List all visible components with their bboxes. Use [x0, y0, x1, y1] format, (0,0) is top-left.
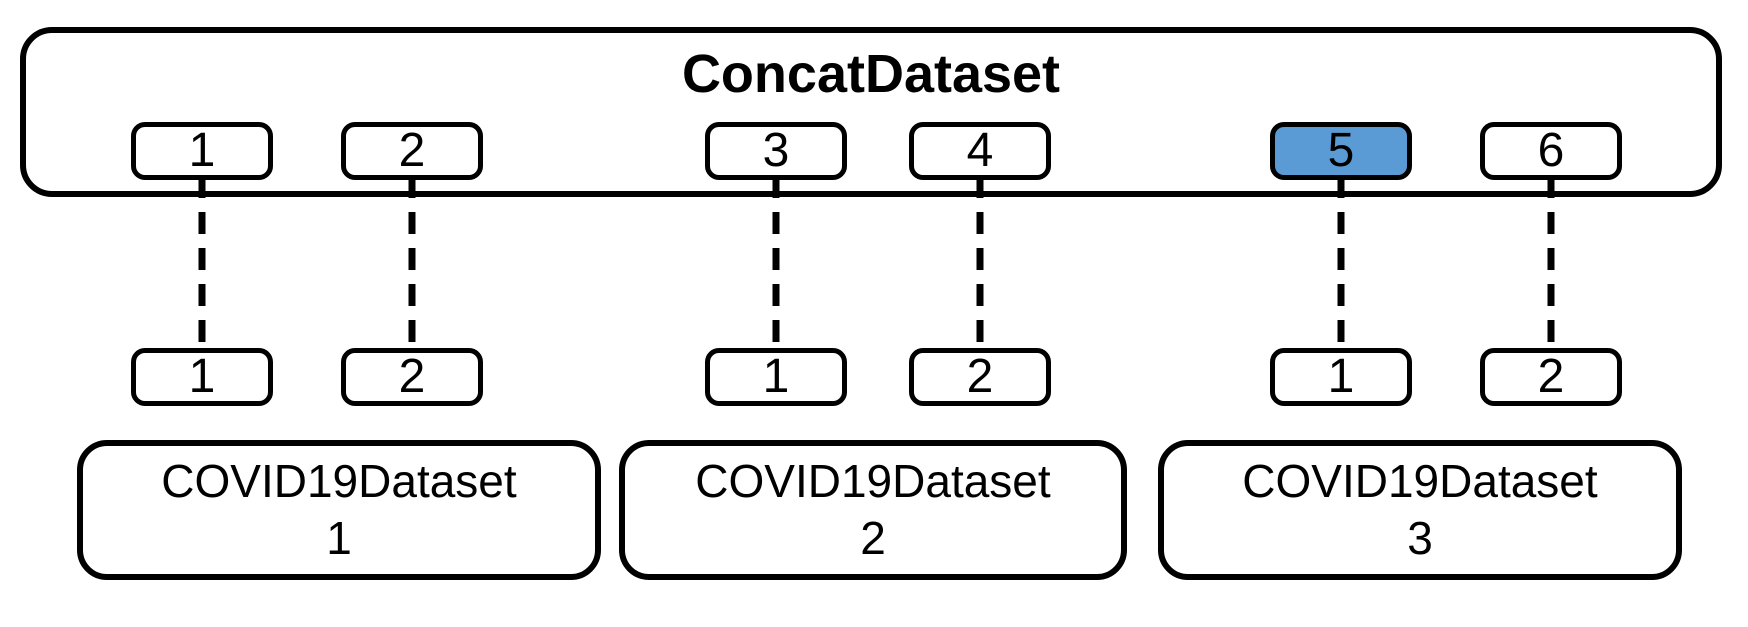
dataset3-index-box-1: 1 — [1270, 348, 1412, 406]
concat-index-box-2: 2 — [341, 122, 483, 180]
concat-index-box-6: 6 — [1480, 122, 1622, 180]
dataset-box-1-name: COVID19Dataset — [161, 454, 517, 507]
dataset-box-1-number: 1 — [326, 512, 352, 564]
dataset-box-2-number: 2 — [860, 512, 886, 564]
dataset-box-1: COVID19Dataset 1 — [77, 440, 601, 580]
concat-index-box-3: 3 — [705, 122, 847, 180]
dataset-box-3: COVID19Dataset 3 — [1158, 440, 1682, 580]
concat-index-box-4: 4 — [909, 122, 1051, 180]
dataset1-index-box-2: 2 — [341, 348, 483, 406]
concat-dataset-title: ConcatDataset — [681, 44, 1061, 104]
concat-index-box-1: 1 — [131, 122, 273, 180]
dataset2-index-box-1: 1 — [705, 348, 847, 406]
dataset-box-3-name: COVID19Dataset — [1242, 454, 1598, 507]
dataset2-index-box-2: 2 — [909, 348, 1051, 406]
dataset3-index-box-2: 2 — [1480, 348, 1622, 406]
dataset-box-2: COVID19Dataset 2 — [619, 440, 1127, 580]
concat-dataset-container: ConcatDataset — [20, 27, 1722, 197]
dataset-box-2-name: COVID19Dataset — [695, 454, 1051, 507]
dataset1-index-box-1: 1 — [131, 348, 273, 406]
dataset-box-3-number: 3 — [1407, 512, 1433, 564]
concat-index-box-5-highlighted: 5 — [1270, 122, 1412, 180]
